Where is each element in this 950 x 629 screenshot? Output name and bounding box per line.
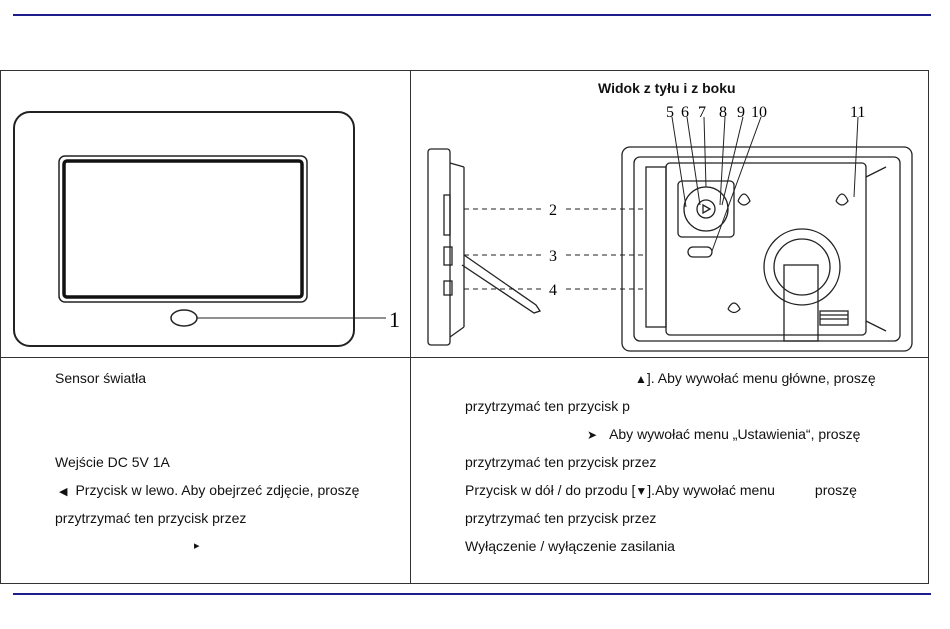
right-button-label: Aby wywołać menu „Ustawienia“, proszę — [609, 426, 861, 442]
left-button-hold: przytrzymać ten przycisk przez — [55, 510, 247, 526]
down-button-label-b: ].Aby wywołać menu — [647, 482, 775, 498]
down-button-hold: przytrzymać ten przycisk przez — [465, 510, 657, 526]
callout-8: 8 — [719, 105, 727, 121]
down-button-row: Przycisk w dół / do przodu [▼].Aby wywoł… — [465, 482, 857, 499]
dc-input-label: Wejście DC 5V 1A — [55, 454, 170, 470]
callout-2: 2 — [549, 202, 557, 219]
callout-9: 9 — [737, 105, 745, 121]
left-arrow-icon: ◀ — [59, 486, 68, 498]
right-button-row: ➤ Aby wywołać menu „Ustawienia“, proszę — [587, 426, 860, 443]
caption: Widok z tyłu i z boku — [598, 80, 736, 96]
down-button-label-c: proszę — [814, 482, 857, 498]
callout-10: 10 — [751, 105, 767, 121]
power-label: Wyłączenie / wyłączenie zasilania — [465, 538, 675, 554]
down-button-label: Przycisk w dół / do przodu [ — [465, 482, 636, 498]
callout-3: 3 — [549, 248, 557, 265]
rear-body — [621, 146, 913, 352]
light-sensor-label: Sensor światła — [55, 370, 147, 386]
callout-5: 5 — [666, 105, 674, 121]
front-view-diagram: 1 — [13, 111, 400, 347]
up-button-label: ]. Aby wywołać menu główne, proszę — [646, 370, 876, 386]
bottom-rule — [13, 593, 931, 595]
right-button-hold: przytrzymać ten przycisk przez — [465, 454, 657, 470]
screen — [62, 159, 304, 299]
top-callout-leaders — [671, 116, 859, 252]
callout-1: 1 — [389, 307, 400, 332]
up-arrow-icon: ▲ — [635, 372, 647, 386]
callout-6: 6 — [681, 105, 689, 121]
frame-outer — [13, 111, 355, 347]
light-sensor — [170, 309, 198, 327]
down-arrow-icon: ▼ — [635, 484, 648, 498]
left-button-label: Przycisk w lewo. Aby obejrzeć zdjęcie, p… — [75, 482, 360, 498]
up-button-hold: przytrzymać ten przycisk p — [465, 398, 630, 414]
row-divider — [1, 357, 928, 358]
column-divider — [410, 71, 411, 583]
right-small-arrow-icon: ▸ — [194, 540, 200, 552]
side-profile — [427, 148, 542, 346]
rear-side-diagram: 5 6 7 8 9 10 11 2 3 4 — [427, 105, 913, 352]
up-button-row: ▲]. Aby wywołać menu główne, proszę — [635, 370, 876, 387]
callout-7: 7 — [698, 105, 706, 121]
left-button-row: ◀ Przycisk w lewo. Aby obejrzeć zdjęcie, … — [59, 482, 359, 500]
right-arrow-icon: ➤ — [587, 428, 598, 442]
callout-11: 11 — [850, 105, 865, 121]
spec-table: 1 Widok z tyłu i z boku — [0, 70, 929, 584]
top-rule — [13, 14, 931, 16]
frame-inner-edge — [58, 155, 308, 303]
side-callout-leaders — [464, 208, 646, 290]
callout-4: 4 — [549, 282, 557, 299]
